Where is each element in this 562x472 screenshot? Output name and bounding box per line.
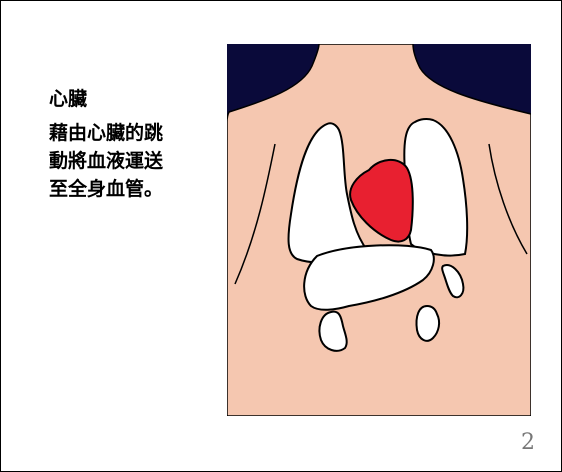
- slide-heading: 心臟: [49, 85, 219, 113]
- body-line-1: 藉由心臟的跳: [49, 119, 219, 147]
- body-line-2: 動將血液運送: [49, 147, 219, 175]
- body-line-3: 至全身血管。: [49, 175, 219, 203]
- text-block: 心臟 藉由心臟的跳 動將血液運送 至全身血管。: [49, 85, 219, 203]
- page-number: 2: [521, 430, 535, 455]
- right-kidney: [416, 306, 439, 341]
- torso-illustration: [227, 44, 531, 416]
